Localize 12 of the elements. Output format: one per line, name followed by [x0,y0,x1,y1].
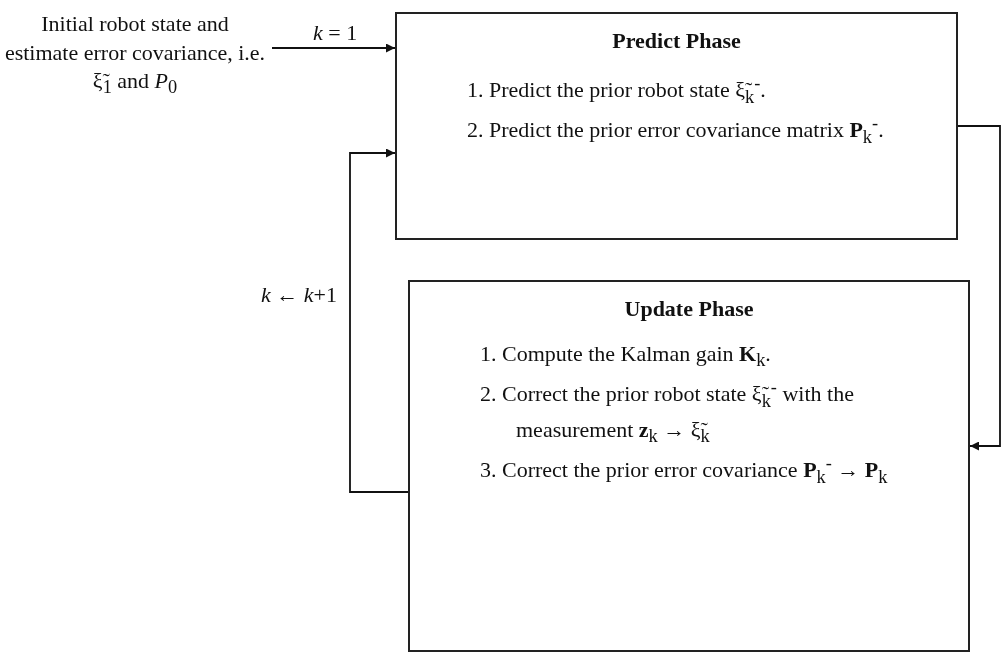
box-heading: Predict Phase [611,28,742,54]
arrow [349,148,409,493]
box-heading: Update Phase [623,296,755,322]
list-item: 2. Predict the prior error covariance matrix P$_{k}$$^{-}$. [467,112,885,149]
list-item: 1. Compute the Kalman gain K$_{k}$. [480,340,772,373]
list-item: 3. Correct the prior error covariance P$_{k}$$^{-}$ → P$_{k}$ [480,452,889,489]
text-label: Initial robot state and estimate error covariance, i.e. ξ̃$_{1}$ and P$_{0}$ [2,10,268,170]
process-box [395,12,958,240]
arrow [957,125,1001,451]
arrow [271,43,396,53]
process-box [408,280,970,652]
list-item: 1. Predict the prior robot state ξ̃$_{k}$$^{-}$. [467,72,767,109]
